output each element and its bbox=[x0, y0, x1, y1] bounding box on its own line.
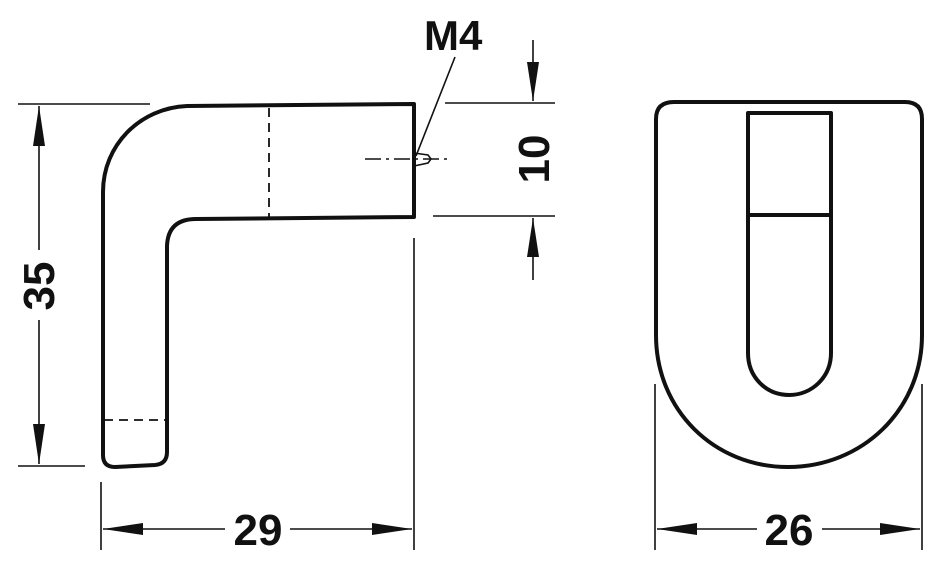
dim-35-value: 35 bbox=[15, 262, 64, 311]
dim-10-arrow-bottom bbox=[527, 218, 539, 257]
dim-29-value: 29 bbox=[234, 506, 283, 555]
dim-26-arrow-right bbox=[880, 523, 920, 535]
dim-26-value: 26 bbox=[765, 506, 814, 555]
dim-35-arrow-bottom bbox=[33, 424, 45, 464]
side-view-outline bbox=[101, 102, 416, 469]
dim-35-arrow-top bbox=[33, 106, 45, 146]
dim-10-value: 10 bbox=[510, 135, 559, 184]
dim-29-arrow-left bbox=[103, 523, 143, 535]
thread-label: M4 bbox=[424, 12, 483, 59]
front-view: 26 bbox=[654, 100, 924, 555]
front-view-outline bbox=[654, 100, 924, 469]
side-view: M4 35 29 10 bbox=[15, 12, 559, 555]
dim-26-arrow-left bbox=[657, 523, 697, 535]
dim-10-arrow-top bbox=[527, 62, 539, 101]
thread-hole bbox=[413, 152, 432, 167]
dim-29-arrow-right bbox=[372, 523, 412, 535]
front-view-slot bbox=[746, 111, 833, 397]
m4-leader-line bbox=[415, 56, 456, 157]
